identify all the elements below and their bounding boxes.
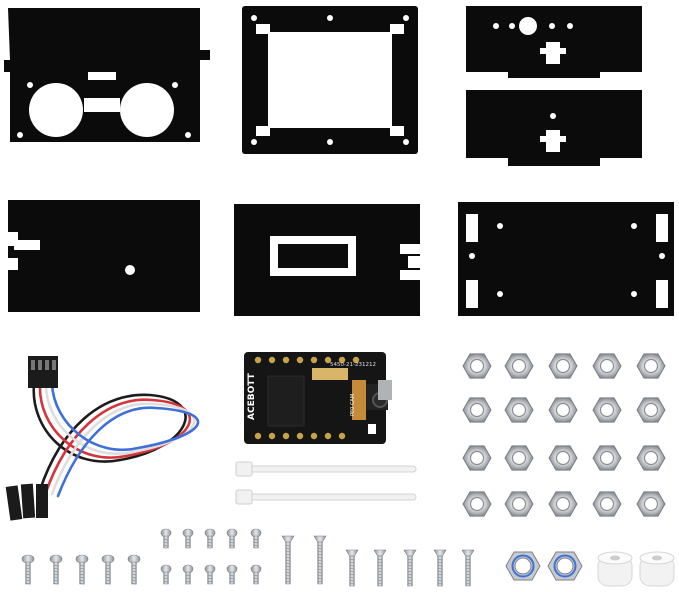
screw bbox=[49, 554, 63, 585]
board-brand-label: ACEBOTT bbox=[247, 372, 257, 420]
screw bbox=[182, 564, 194, 585]
lock-nut-right bbox=[547, 551, 583, 581]
flash-led bbox=[368, 424, 376, 434]
hex-nut bbox=[592, 353, 622, 379]
acrylic-plate-side-right bbox=[458, 202, 674, 316]
nylon-spacer-right bbox=[639, 551, 675, 587]
hex-nut bbox=[504, 397, 534, 423]
cable-tie-bottom bbox=[235, 489, 417, 505]
hex-nut bbox=[592, 397, 622, 423]
hex-nut bbox=[636, 397, 666, 423]
screw bbox=[204, 528, 216, 549]
screw bbox=[373, 549, 387, 587]
screw bbox=[461, 549, 475, 587]
screw bbox=[127, 554, 141, 585]
screw bbox=[204, 564, 216, 585]
lock-nut-left bbox=[505, 551, 541, 581]
acrylic-plate-side-left bbox=[8, 200, 200, 312]
screw bbox=[345, 549, 359, 587]
hex-nut bbox=[592, 491, 622, 517]
hex-nut bbox=[462, 397, 492, 423]
camera-flex-ribbon bbox=[352, 380, 366, 420]
sd-card-slot bbox=[267, 375, 305, 427]
acrylic-plate-side-middle bbox=[234, 204, 420, 316]
hex-nut bbox=[592, 445, 622, 471]
screw-set bbox=[21, 528, 475, 587]
hex-nut bbox=[504, 353, 534, 379]
hex-nut bbox=[504, 491, 534, 517]
screw bbox=[281, 535, 295, 585]
hex-nut bbox=[548, 353, 578, 379]
screw bbox=[182, 528, 194, 549]
hex-nut bbox=[636, 445, 666, 471]
hex-nut bbox=[462, 353, 492, 379]
board-cam-label: PE0 CAM bbox=[350, 394, 356, 416]
dupont-connector-top bbox=[28, 356, 58, 388]
acrylic-plate-servo-top bbox=[466, 6, 642, 78]
board-header-pins-bottom bbox=[254, 432, 346, 440]
screw bbox=[160, 528, 172, 549]
acrylic-plate-frame bbox=[242, 6, 418, 154]
screw bbox=[403, 549, 417, 587]
screw bbox=[101, 554, 115, 585]
screw bbox=[75, 554, 89, 585]
nylon-spacer-left bbox=[597, 551, 633, 587]
cable-tie-top bbox=[235, 461, 417, 477]
hex-nut bbox=[548, 397, 578, 423]
usb-port bbox=[378, 380, 392, 400]
hex-nut-grid bbox=[462, 353, 666, 517]
hex-nut bbox=[462, 445, 492, 471]
hex-nut bbox=[636, 491, 666, 517]
dupont-connector-bottom bbox=[5, 483, 48, 521]
camera-flex-connector bbox=[312, 368, 348, 380]
esp32-cam-board: ACEBOTT 5450-21-231212 PE0 CAM bbox=[244, 352, 392, 444]
screw bbox=[160, 564, 172, 585]
screw bbox=[250, 564, 262, 585]
acrylic-plate-front-sensor bbox=[4, 8, 210, 142]
hex-nut bbox=[462, 491, 492, 517]
screw bbox=[226, 528, 238, 549]
acrylic-plate-servo-bottom bbox=[466, 90, 642, 166]
hex-nut bbox=[548, 491, 578, 517]
hex-nut bbox=[636, 353, 666, 379]
screw bbox=[21, 554, 35, 585]
hex-nut bbox=[548, 445, 578, 471]
hex-nut bbox=[504, 445, 534, 471]
dupont-wire-bundle bbox=[32, 382, 200, 498]
screw bbox=[226, 564, 238, 585]
screw bbox=[433, 549, 447, 587]
board-pcb-code: 5450-21-231212 bbox=[330, 362, 376, 368]
screw bbox=[313, 535, 327, 585]
board-header-pins-top bbox=[254, 356, 360, 364]
screw bbox=[250, 528, 262, 549]
